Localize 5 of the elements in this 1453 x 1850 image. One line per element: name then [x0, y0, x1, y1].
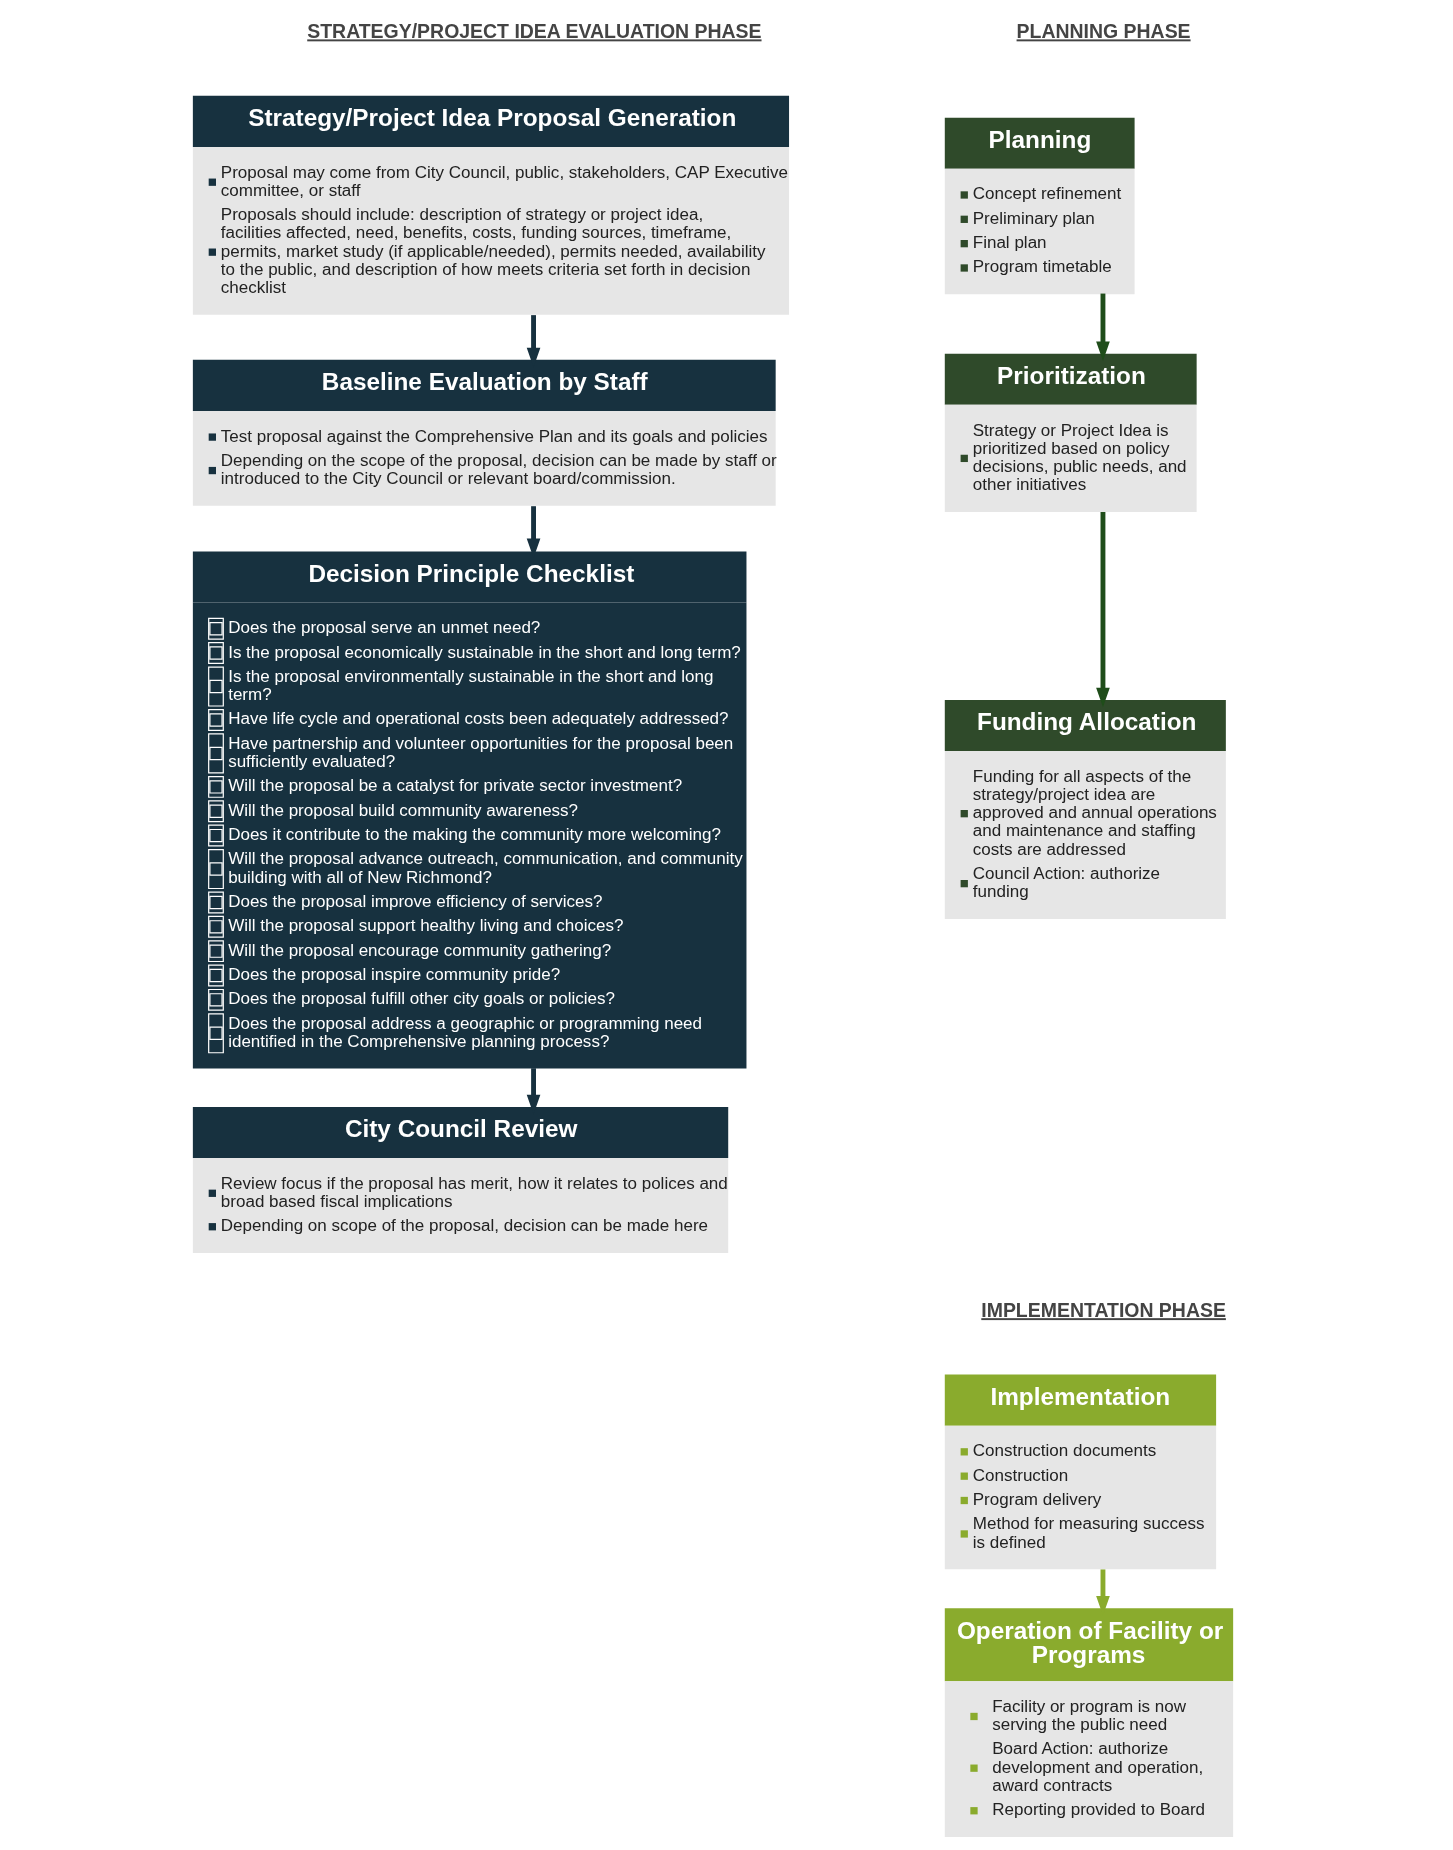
label: PLANNING PHASE	[1016, 20, 1191, 43]
label: STRATEGY/PROJECT IDEA EVALUATION PHASE	[306, 20, 762, 43]
arrow	[1095, 512, 1110, 708]
arrow	[1095, 293, 1110, 361]
label: IMPLEMENTATION PHASE	[980, 1299, 1226, 1322]
